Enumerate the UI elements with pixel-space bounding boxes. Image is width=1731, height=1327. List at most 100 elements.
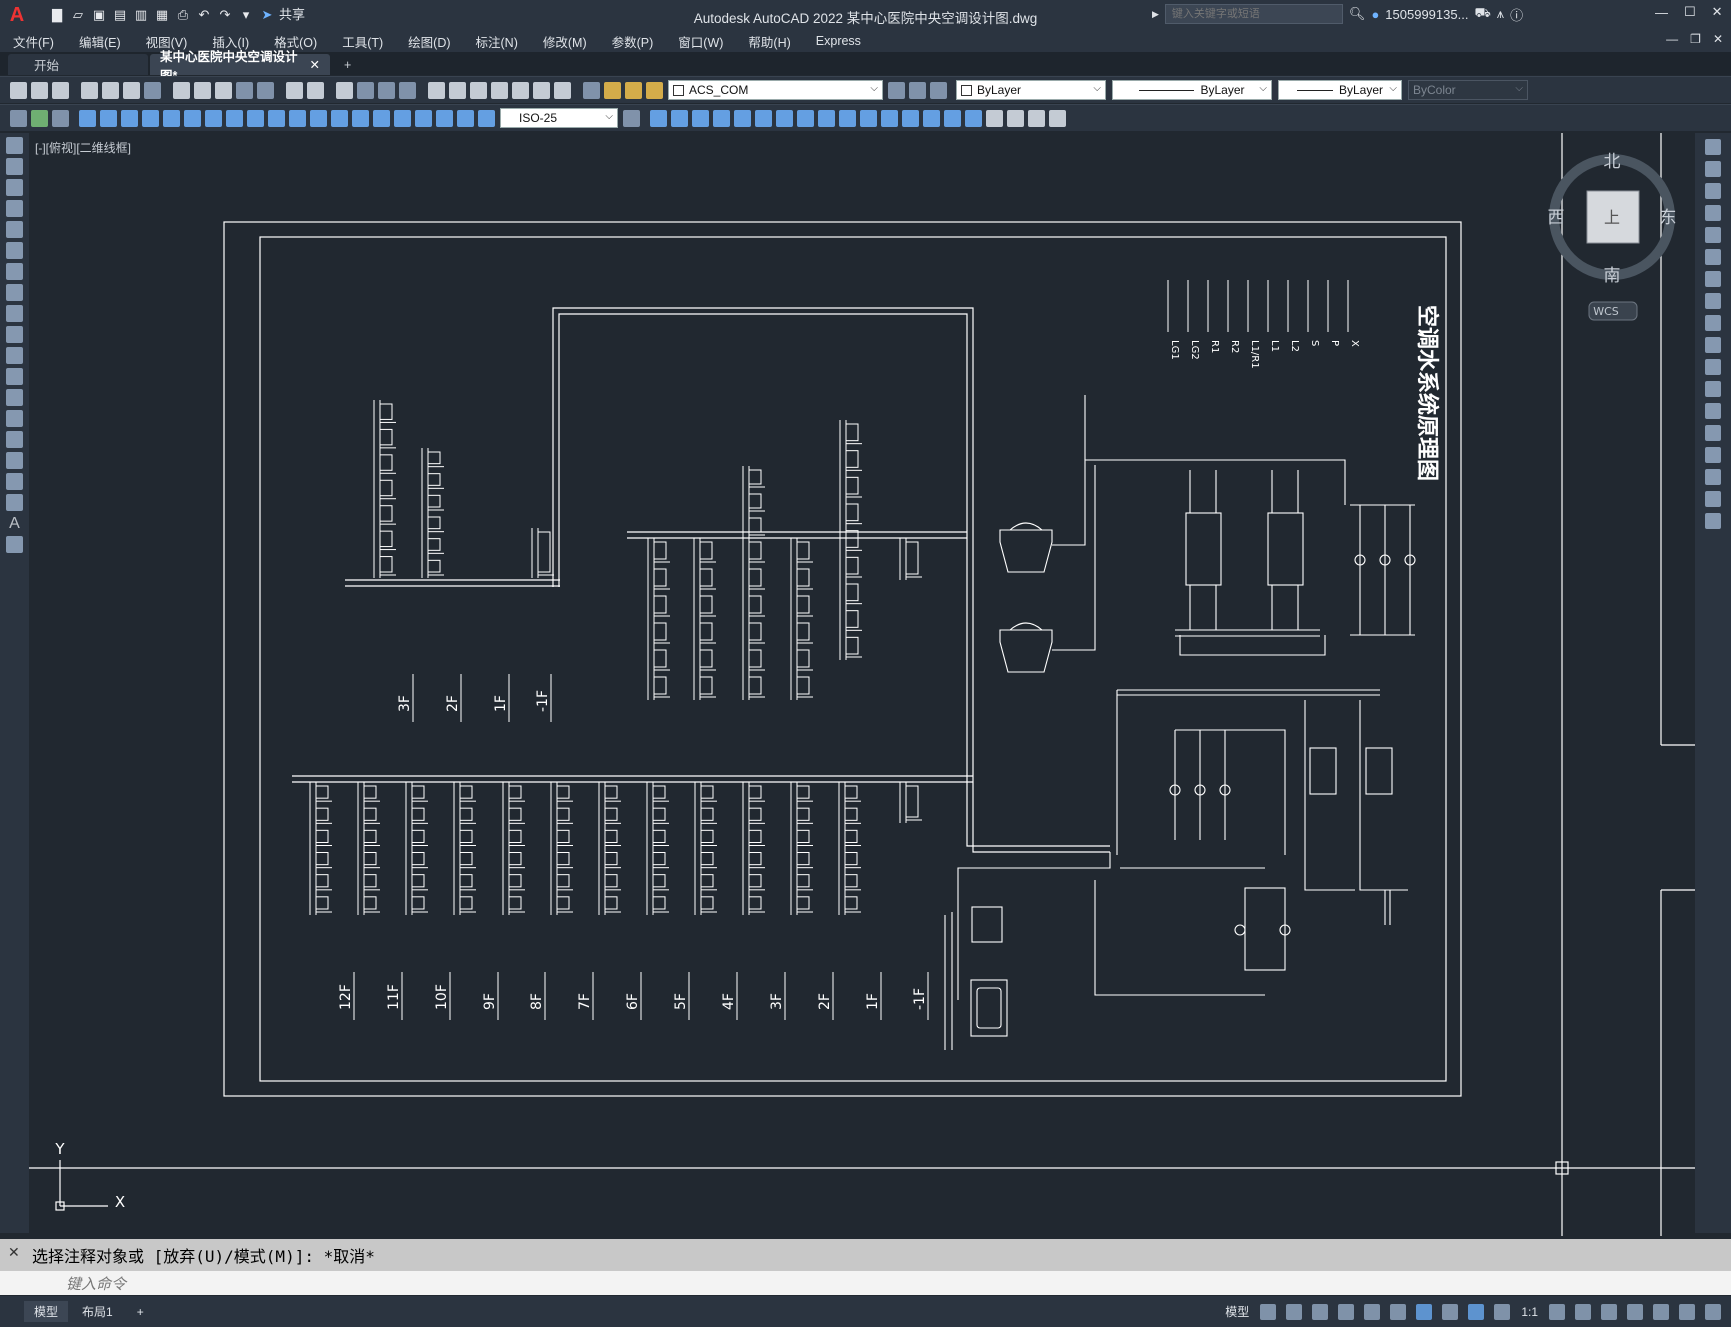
redo-icon[interactable]: ↷ bbox=[219, 7, 231, 22]
explode-icon[interactable] bbox=[965, 109, 982, 127]
layer-dropdown[interactable]: ACS_COM ⌵ bbox=[668, 80, 883, 100]
menu-dimension[interactable]: 标注(N) bbox=[475, 35, 518, 50]
search-icon[interactable]: 🔍︎ bbox=[1348, 6, 1366, 21]
tab-drawing[interactable]: 某中心医院中央空调设计图* ✕ bbox=[150, 50, 330, 83]
layer-states-icon[interactable] bbox=[930, 81, 947, 99]
chamfer-icon[interactable] bbox=[923, 109, 940, 127]
menu-help[interactable]: 帮助(H) bbox=[748, 35, 791, 50]
menu-format[interactable]: 格式(O) bbox=[274, 35, 318, 50]
help-icon[interactable]: ⓘ bbox=[1510, 7, 1524, 23]
chamfer-icon[interactable] bbox=[1705, 447, 1721, 463]
annotation-icon[interactable] bbox=[31, 109, 48, 127]
snap-icon[interactable] bbox=[1286, 1303, 1303, 1320]
construction-line-icon[interactable] bbox=[6, 158, 23, 175]
ellipse-arc-icon[interactable] bbox=[6, 347, 23, 364]
zoom-realtime-icon[interactable] bbox=[357, 81, 374, 99]
polyline-icon[interactable] bbox=[6, 179, 23, 196]
diameter-dimension-icon[interactable] bbox=[205, 109, 222, 127]
scale-icon[interactable] bbox=[1705, 293, 1721, 309]
stretch-icon[interactable] bbox=[818, 109, 835, 127]
linetype-dropdown[interactable]: ByLayer ⌵ bbox=[1112, 80, 1272, 100]
close-tab-icon[interactable]: ✕ bbox=[309, 58, 320, 72]
line-icon[interactable] bbox=[6, 137, 23, 154]
3d-print-icon[interactable] bbox=[144, 81, 161, 99]
menu-draw[interactable]: 绘图(D) bbox=[408, 35, 451, 50]
dimension-break-icon[interactable] bbox=[331, 109, 348, 127]
offset-icon[interactable] bbox=[1705, 205, 1721, 221]
lineweight-icon[interactable] bbox=[1442, 1303, 1459, 1320]
search-input[interactable] bbox=[1164, 4, 1343, 24]
center-mark-icon[interactable] bbox=[373, 109, 390, 127]
menu-insert[interactable]: 插入(I) bbox=[212, 35, 250, 50]
doc-minimize-button[interactable]: — bbox=[1666, 32, 1679, 46]
dimension-text-edit-icon[interactable] bbox=[457, 109, 474, 127]
dimstyle-dropdown[interactable]: ISO-25 ⌵ bbox=[500, 108, 618, 128]
viewcube-top-face[interactable] bbox=[1586, 190, 1640, 244]
isolate-objects-icon[interactable] bbox=[1653, 1303, 1669, 1320]
sheet-set-icon[interactable] bbox=[491, 81, 508, 99]
color-dropdown[interactable]: ByLayer ⌵ bbox=[956, 80, 1106, 100]
polar-icon[interactable] bbox=[1338, 1303, 1355, 1320]
publish-icon[interactable] bbox=[123, 81, 140, 99]
add-layout-button[interactable]: + bbox=[136, 1304, 144, 1319]
scale-icon[interactable] bbox=[797, 109, 814, 127]
array-icon[interactable] bbox=[734, 109, 751, 127]
customize-icon[interactable]: ▾ bbox=[242, 7, 250, 22]
autocad-logo-icon[interactable]: A bbox=[9, 3, 25, 26]
baseline-dimension-icon[interactable] bbox=[268, 109, 285, 127]
open-web-icon[interactable]: ▥ bbox=[134, 7, 148, 22]
menu-view[interactable]: 视图(V) bbox=[145, 35, 188, 50]
move-icon[interactable] bbox=[755, 109, 772, 127]
insert-block-icon[interactable] bbox=[1049, 109, 1066, 127]
erase-icon[interactable] bbox=[650, 109, 667, 127]
zoom-window-icon[interactable] bbox=[378, 81, 395, 99]
grid-icon[interactable] bbox=[1260, 1303, 1277, 1320]
mtext-icon[interactable]: A bbox=[9, 515, 20, 532]
viewcube-south[interactable]: 南 bbox=[1604, 266, 1621, 286]
mirror-icon[interactable] bbox=[692, 109, 709, 127]
layer-freeze-icon[interactable] bbox=[625, 81, 642, 99]
print-preview-icon[interactable] bbox=[102, 81, 119, 99]
ortho-icon[interactable] bbox=[1312, 1303, 1329, 1320]
minimize-button[interactable]: — bbox=[1655, 4, 1668, 20]
menu-window[interactable]: 窗口(W) bbox=[678, 35, 724, 50]
jogged-dimension-icon[interactable] bbox=[184, 109, 201, 127]
units-icon[interactable] bbox=[1601, 1303, 1617, 1320]
extend-icon[interactable] bbox=[1705, 359, 1721, 375]
save-icon[interactable] bbox=[52, 81, 69, 99]
multiline-icon[interactable] bbox=[52, 109, 69, 127]
lineweight-dropdown[interactable]: ByLayer ⌵ bbox=[1278, 80, 1402, 100]
tab-layout1[interactable]: 布局1 bbox=[82, 1305, 113, 1319]
share-label[interactable]: 共享 bbox=[279, 7, 306, 22]
share-icon[interactable]: ➤ bbox=[261, 7, 273, 22]
clean-screen-icon[interactable] bbox=[1679, 1303, 1695, 1320]
radius-dimension-icon[interactable] bbox=[163, 109, 180, 127]
new-file-icon[interactable]: ▇ bbox=[52, 7, 62, 22]
viewcube-north[interactable]: 北 bbox=[1604, 152, 1621, 172]
viewport-controls[interactable]: [-][俯视][二维线框] bbox=[35, 141, 132, 155]
workspace-gear-icon[interactable] bbox=[1549, 1303, 1565, 1320]
pan-icon[interactable] bbox=[336, 81, 353, 99]
save-web-icon[interactable]: ▦ bbox=[155, 7, 169, 22]
dimension-space-icon[interactable] bbox=[310, 109, 327, 127]
paste-icon[interactable] bbox=[215, 81, 232, 99]
command-close-icon[interactable]: ✕ bbox=[8, 1244, 20, 1260]
rectangle-icon[interactable] bbox=[6, 221, 23, 238]
block-editor-icon[interactable] bbox=[257, 81, 274, 99]
fillet-icon[interactable] bbox=[1705, 469, 1721, 485]
dimension-update-icon[interactable] bbox=[478, 109, 495, 127]
arc-icon[interactable] bbox=[6, 242, 23, 259]
trim-icon[interactable] bbox=[1705, 337, 1721, 353]
search-expand-icon[interactable]: ▶ bbox=[1152, 8, 1159, 19]
make-block-icon[interactable] bbox=[6, 389, 23, 406]
offset-icon[interactable] bbox=[713, 109, 730, 127]
menu-edit[interactable]: 编辑(E) bbox=[78, 35, 121, 50]
plotstyle-dropdown[interactable]: ByColor ⌵ bbox=[1408, 80, 1528, 100]
cut-icon[interactable] bbox=[173, 81, 190, 99]
autodesk-app-icon[interactable]: ⩚ bbox=[1496, 6, 1505, 21]
make-current-layer-icon[interactable] bbox=[888, 81, 905, 99]
circle-icon[interactable] bbox=[6, 263, 23, 280]
move-icon[interactable] bbox=[1705, 249, 1721, 265]
viewcube-east[interactable]: 东 bbox=[1660, 208, 1677, 228]
